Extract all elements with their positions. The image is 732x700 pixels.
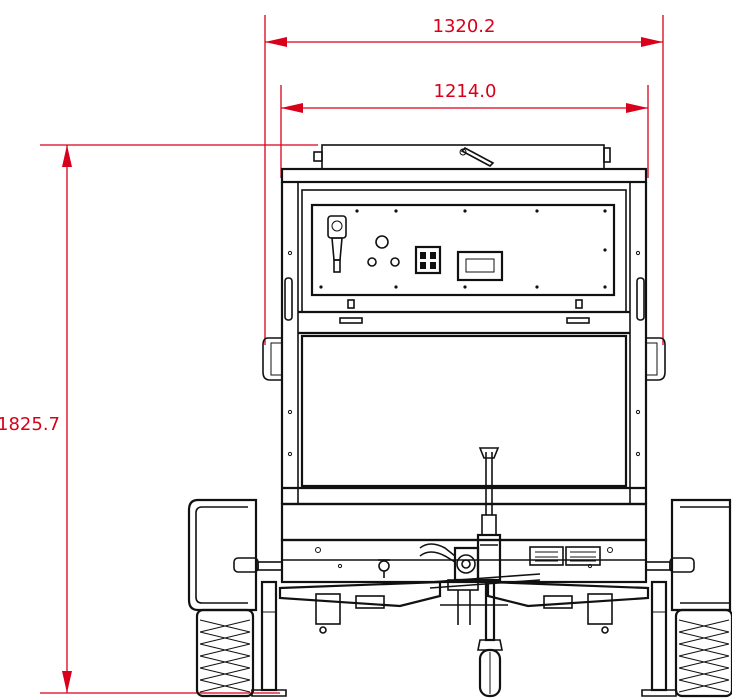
control-panel	[319, 209, 607, 289]
side-handles	[262, 277, 666, 381]
fuel-cap-icon	[378, 559, 390, 578]
panel-bolts	[319, 209, 607, 289]
roof-lid	[313, 144, 611, 170]
dimension-body-width: 1214.0	[280, 81, 649, 178]
tow-hitch	[419, 447, 541, 625]
meter-box-icon	[456, 250, 504, 282]
tire-left	[195, 608, 255, 698]
receptacle-icon	[327, 215, 347, 273]
frame-rivets	[287, 250, 641, 457]
indicator-lamp-icon	[375, 235, 389, 249]
dimension-overall-height: 1825.7	[0, 144, 318, 694]
duplex-outlet-icon	[414, 245, 442, 275]
dimension-label-overall-width: 1320.2	[433, 16, 496, 37]
dimension-label-body-width: 1214.0	[434, 81, 497, 102]
tire-right	[674, 608, 732, 698]
breaker-knob-icon	[367, 257, 377, 267]
left-wheel	[187, 498, 287, 698]
enclosure-body	[280, 182, 648, 506]
generator-outline	[187, 144, 732, 698]
dimension-label-overall-height: 1825.7	[0, 414, 60, 435]
jack-stand	[477, 578, 503, 698]
warning-label-left	[529, 546, 564, 566]
dimension-overall-width: 1320.2	[264, 15, 664, 345]
door-latches	[339, 299, 590, 324]
switch-knob-icon	[390, 257, 400, 267]
dimension-annotations: 1320.2 1214.0 1825.7	[0, 15, 664, 694]
axle-assembly	[278, 580, 650, 634]
nose-wheel-icon	[478, 648, 502, 698]
warning-label-right	[565, 546, 601, 566]
trailer-frame	[280, 502, 648, 584]
right-wheel	[641, 498, 732, 698]
